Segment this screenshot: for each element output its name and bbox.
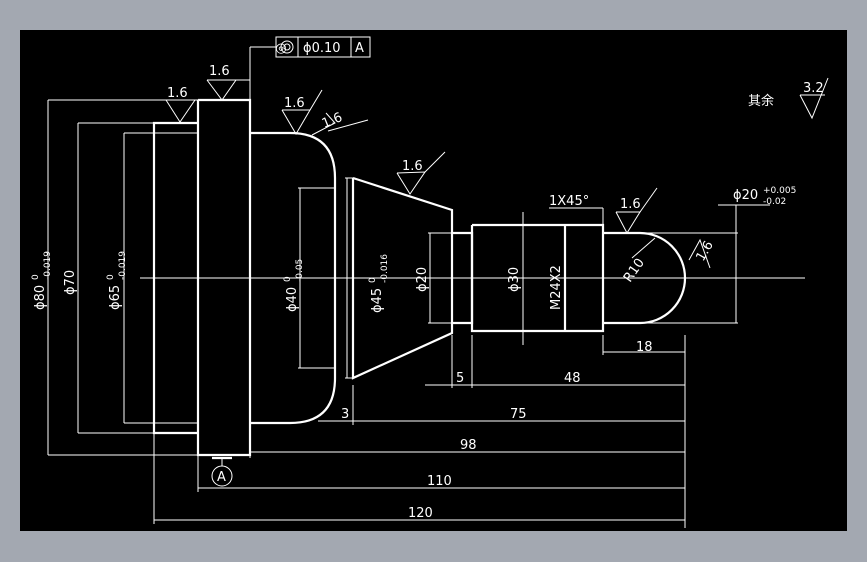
rest-roughness-value: 3.2 — [803, 81, 824, 96]
shaft-outline — [152, 98, 687, 457]
roughness-label-3: 1.6 — [284, 96, 305, 111]
tolerance-symbol: ◎ — [275, 41, 286, 56]
dim-d70-base: ϕ70 — [63, 270, 78, 295]
dim-d80-base: ϕ80 — [33, 285, 48, 310]
roughness-symbols — [165, 77, 829, 269]
dim-d80: ϕ80 0 -0.019 — [31, 251, 53, 310]
dim-length-110: 110 — [427, 474, 452, 489]
dim-d45-base: ϕ45 — [370, 288, 385, 313]
dim-d65: ϕ65 0 -0.019 — [106, 251, 128, 310]
dim-d30-base: ϕ30 — [507, 267, 522, 292]
tolerance-frame — [249, 36, 371, 100]
dim-d65-lower: -0.019 — [118, 251, 128, 280]
dim-length-5: 5 — [456, 371, 464, 386]
dim-d80-lower: -0.019 — [43, 251, 53, 280]
shaft-drawing: 1.6 1.6 1.6 1.6 1.6 1.6 1.6 其余 3.2 ◎ ϕ0.… — [31, 36, 829, 528]
dim-d20: ϕ20 — [415, 267, 430, 292]
dim-d40-upper: 0 — [283, 276, 293, 282]
dim-length-3: 3 — [341, 407, 349, 422]
dim-d70: ϕ70 — [63, 270, 78, 295]
datum-a-symbol — [211, 456, 233, 487]
dim-d20-tol-lower: -0.02 — [763, 197, 786, 207]
roughness-label-2: 1.6 — [209, 64, 230, 79]
length-dimensions — [153, 335, 686, 528]
dim-length-48: 48 — [564, 371, 581, 386]
tolerance-datum: A — [355, 41, 364, 56]
roughness-label-5: 1.6 — [402, 159, 423, 174]
dim-d45: ϕ45 0 -0.016 — [368, 254, 390, 313]
radius-label: R10 — [621, 256, 648, 286]
rest-roughness-label: 其余 — [748, 93, 774, 109]
dim-d20-tol: ϕ20 +0.005 -0.02 — [733, 186, 796, 207]
dim-d65-base: ϕ65 — [108, 285, 123, 310]
dim-d45-upper: 0 — [368, 277, 378, 283]
datum-letter: A — [217, 470, 226, 485]
chamfer-label: 1X45° — [549, 194, 589, 209]
diameter-dimensions — [47, 99, 770, 456]
dim-d45-lower: -0.016 — [380, 254, 390, 283]
drawing-viewport[interactable]: 1.6 1.6 1.6 1.6 1.6 1.6 1.6 其余 3.2 ◎ ϕ0.… — [20, 30, 847, 531]
thread-label: M24X2 — [549, 265, 564, 310]
dim-d40-lower: -0.05 — [295, 259, 305, 282]
roughness-label-4: 1.6 — [320, 110, 345, 132]
roughness-label-7: 1.6 — [693, 239, 716, 264]
dim-length-98: 98 — [460, 438, 477, 453]
dim-length-18: 18 — [636, 340, 653, 355]
tolerance-value: ϕ0.10 — [303, 41, 341, 56]
roughness-label-1: 1.6 — [167, 86, 188, 101]
roughness-label-6: 1.6 — [620, 197, 641, 212]
dim-d40-base: ϕ40 — [285, 287, 300, 312]
dim-d80-upper: 0 — [31, 274, 41, 280]
dim-d20-base: ϕ20 — [415, 267, 430, 292]
dim-d40: ϕ40 0 -0.05 — [283, 259, 305, 312]
dim-d20-tol-base: ϕ20 — [733, 188, 758, 203]
dim-d30: ϕ30 — [507, 267, 522, 292]
dim-d20-tol-upper: +0.005 — [763, 186, 796, 196]
dim-length-120: 120 — [408, 506, 433, 521]
dim-d65-upper: 0 — [106, 274, 116, 280]
dim-length-75: 75 — [510, 407, 527, 422]
